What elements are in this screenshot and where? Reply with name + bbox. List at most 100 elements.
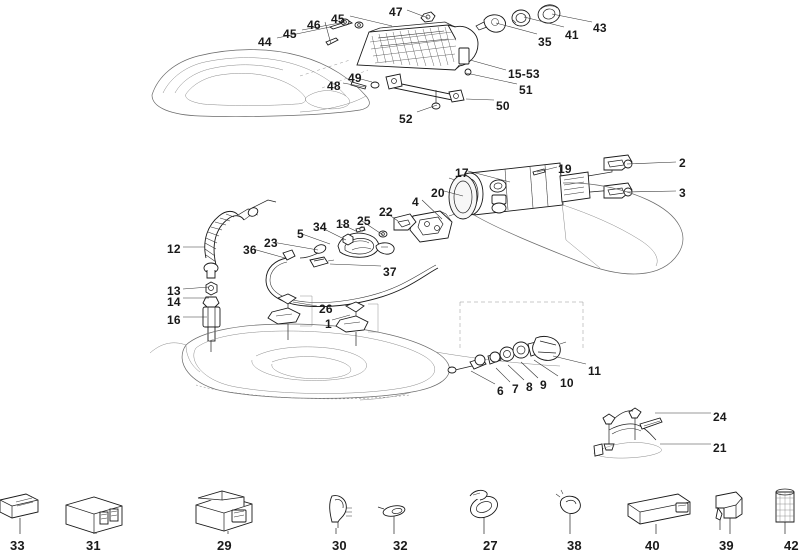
pan-rivets-part bbox=[267, 293, 379, 346]
leader-line-37 bbox=[329, 263, 382, 267]
leader-line-2 bbox=[626, 161, 677, 165]
callout-number-2: 2 bbox=[679, 156, 686, 170]
bottom-part-number-27: 27 bbox=[483, 538, 498, 553]
callout-number-5: 5 bbox=[297, 227, 304, 241]
leader-line-23 bbox=[271, 241, 319, 251]
callout-number-34: 34 bbox=[313, 220, 327, 234]
callout-number-12: 12 bbox=[167, 242, 181, 256]
callout-number-47: 47 bbox=[389, 5, 403, 19]
leader-line-19 bbox=[536, 166, 558, 173]
callout-number-22: 22 bbox=[379, 205, 393, 219]
part-icon-33 bbox=[0, 493, 39, 534]
leader-line-41 bbox=[523, 16, 565, 28]
leader-line-25 bbox=[361, 220, 384, 236]
leader-line-26 bbox=[292, 301, 318, 307]
bottom-part-number-32: 32 bbox=[393, 538, 408, 553]
callout-number-45: 45 bbox=[283, 27, 297, 41]
leader-line-1 bbox=[331, 314, 351, 321]
part-icon-29 bbox=[195, 490, 253, 534]
leader-line-5 bbox=[301, 233, 331, 245]
callout-number-25: 25 bbox=[357, 214, 371, 228]
projection-lines bbox=[299, 59, 369, 89]
leader-line-20 bbox=[443, 190, 464, 197]
callout-number-6: 6 bbox=[497, 384, 504, 398]
leader-line-36 bbox=[252, 248, 286, 259]
leader-line-8 bbox=[507, 364, 525, 381]
callout-number-24: 24 bbox=[713, 410, 727, 424]
callout-number-23: 23 bbox=[264, 236, 278, 250]
callout-number-52: 52 bbox=[399, 112, 413, 126]
callout-number-49: 49 bbox=[348, 71, 362, 85]
leader-line-18 bbox=[340, 223, 359, 233]
body-panel-outline bbox=[473, 182, 684, 275]
throttle-cable-assembly-part bbox=[202, 199, 277, 352]
leader-line-15-53 bbox=[469, 59, 507, 71]
callout-number-11: 11 bbox=[588, 364, 602, 378]
callout-number-26: 26 bbox=[319, 302, 333, 316]
callout-number-21: 21 bbox=[713, 441, 727, 455]
callout-number-7: 7 bbox=[512, 382, 519, 396]
part-icon-38 bbox=[555, 489, 581, 534]
callout-number-20: 20 bbox=[431, 186, 445, 200]
throttle-lever-assembly-part bbox=[265, 213, 439, 307]
leader-line-9 bbox=[520, 361, 539, 379]
bottom-part-number-39: 39 bbox=[719, 538, 734, 553]
headlight-assembly-part bbox=[356, 21, 479, 71]
callout-number-4: 4 bbox=[412, 195, 419, 209]
bottom-part-number-29: 29 bbox=[217, 538, 232, 553]
callout-number-15-53: 15-53 bbox=[508, 67, 540, 81]
part-icon-40 bbox=[627, 493, 691, 534]
leader-line-11 bbox=[552, 355, 587, 365]
callout-number-19: 19 bbox=[558, 162, 572, 176]
callout-number-46: 46 bbox=[307, 18, 321, 32]
part-icon-27 bbox=[469, 489, 498, 534]
callout-number-43: 43 bbox=[593, 21, 607, 35]
leader-line-35 bbox=[495, 22, 538, 35]
leader-line-49 bbox=[356, 77, 373, 83]
callout-number-44: 44 bbox=[258, 35, 272, 49]
leader-line-13 bbox=[182, 286, 210, 290]
callout-number-51: 51 bbox=[519, 83, 533, 97]
bottom-part-number-31: 31 bbox=[86, 538, 101, 553]
leader-line-50 bbox=[465, 98, 495, 101]
callout-number-35: 35 bbox=[538, 35, 552, 49]
callout-number-14: 14 bbox=[167, 295, 181, 309]
leader-line-6 bbox=[470, 370, 496, 385]
bulb-and-rings bbox=[475, 4, 561, 33]
hood-support-rod bbox=[350, 68, 472, 110]
callout-number-18: 18 bbox=[336, 217, 350, 231]
callout-number-13: 13 bbox=[167, 284, 181, 298]
leader-line-44 bbox=[276, 26, 331, 39]
leader-line-52 bbox=[416, 104, 438, 113]
leader-line-51 bbox=[465, 72, 518, 85]
leader-line-22 bbox=[384, 211, 399, 222]
bottom-part-number-42: 42 bbox=[784, 538, 799, 553]
part-icon-42 bbox=[775, 488, 795, 534]
callout-number-3: 3 bbox=[679, 186, 686, 200]
leader-line-43 bbox=[551, 13, 593, 23]
bottom-part-number-30: 30 bbox=[332, 538, 347, 553]
leader-line-7 bbox=[495, 367, 511, 383]
callout-number-48: 48 bbox=[327, 79, 341, 93]
air-intake-assembly-part bbox=[448, 154, 633, 220]
leader-line-34 bbox=[319, 226, 347, 241]
callout-number-8: 8 bbox=[526, 380, 533, 394]
leader-line-45 bbox=[349, 15, 393, 27]
hood-cowl-part bbox=[151, 49, 370, 117]
bottom-part-number-40: 40 bbox=[645, 538, 660, 553]
wiring-harness-part bbox=[593, 407, 663, 459]
callout-number-17: 17 bbox=[455, 166, 469, 180]
leader-line-48 bbox=[342, 82, 366, 88]
leader-line-4 bbox=[421, 199, 443, 220]
callout-number-41: 41 bbox=[565, 28, 579, 42]
leader-line-10 bbox=[533, 359, 559, 377]
intake-bracket-part bbox=[409, 210, 453, 243]
callout-number-9: 9 bbox=[540, 378, 547, 392]
part-icon-31 bbox=[65, 496, 123, 534]
leader-line-45 bbox=[301, 21, 346, 31]
callout-number-37: 37 bbox=[383, 265, 397, 279]
leader-line-47 bbox=[406, 9, 429, 19]
callout-number-45: 45 bbox=[331, 12, 345, 26]
